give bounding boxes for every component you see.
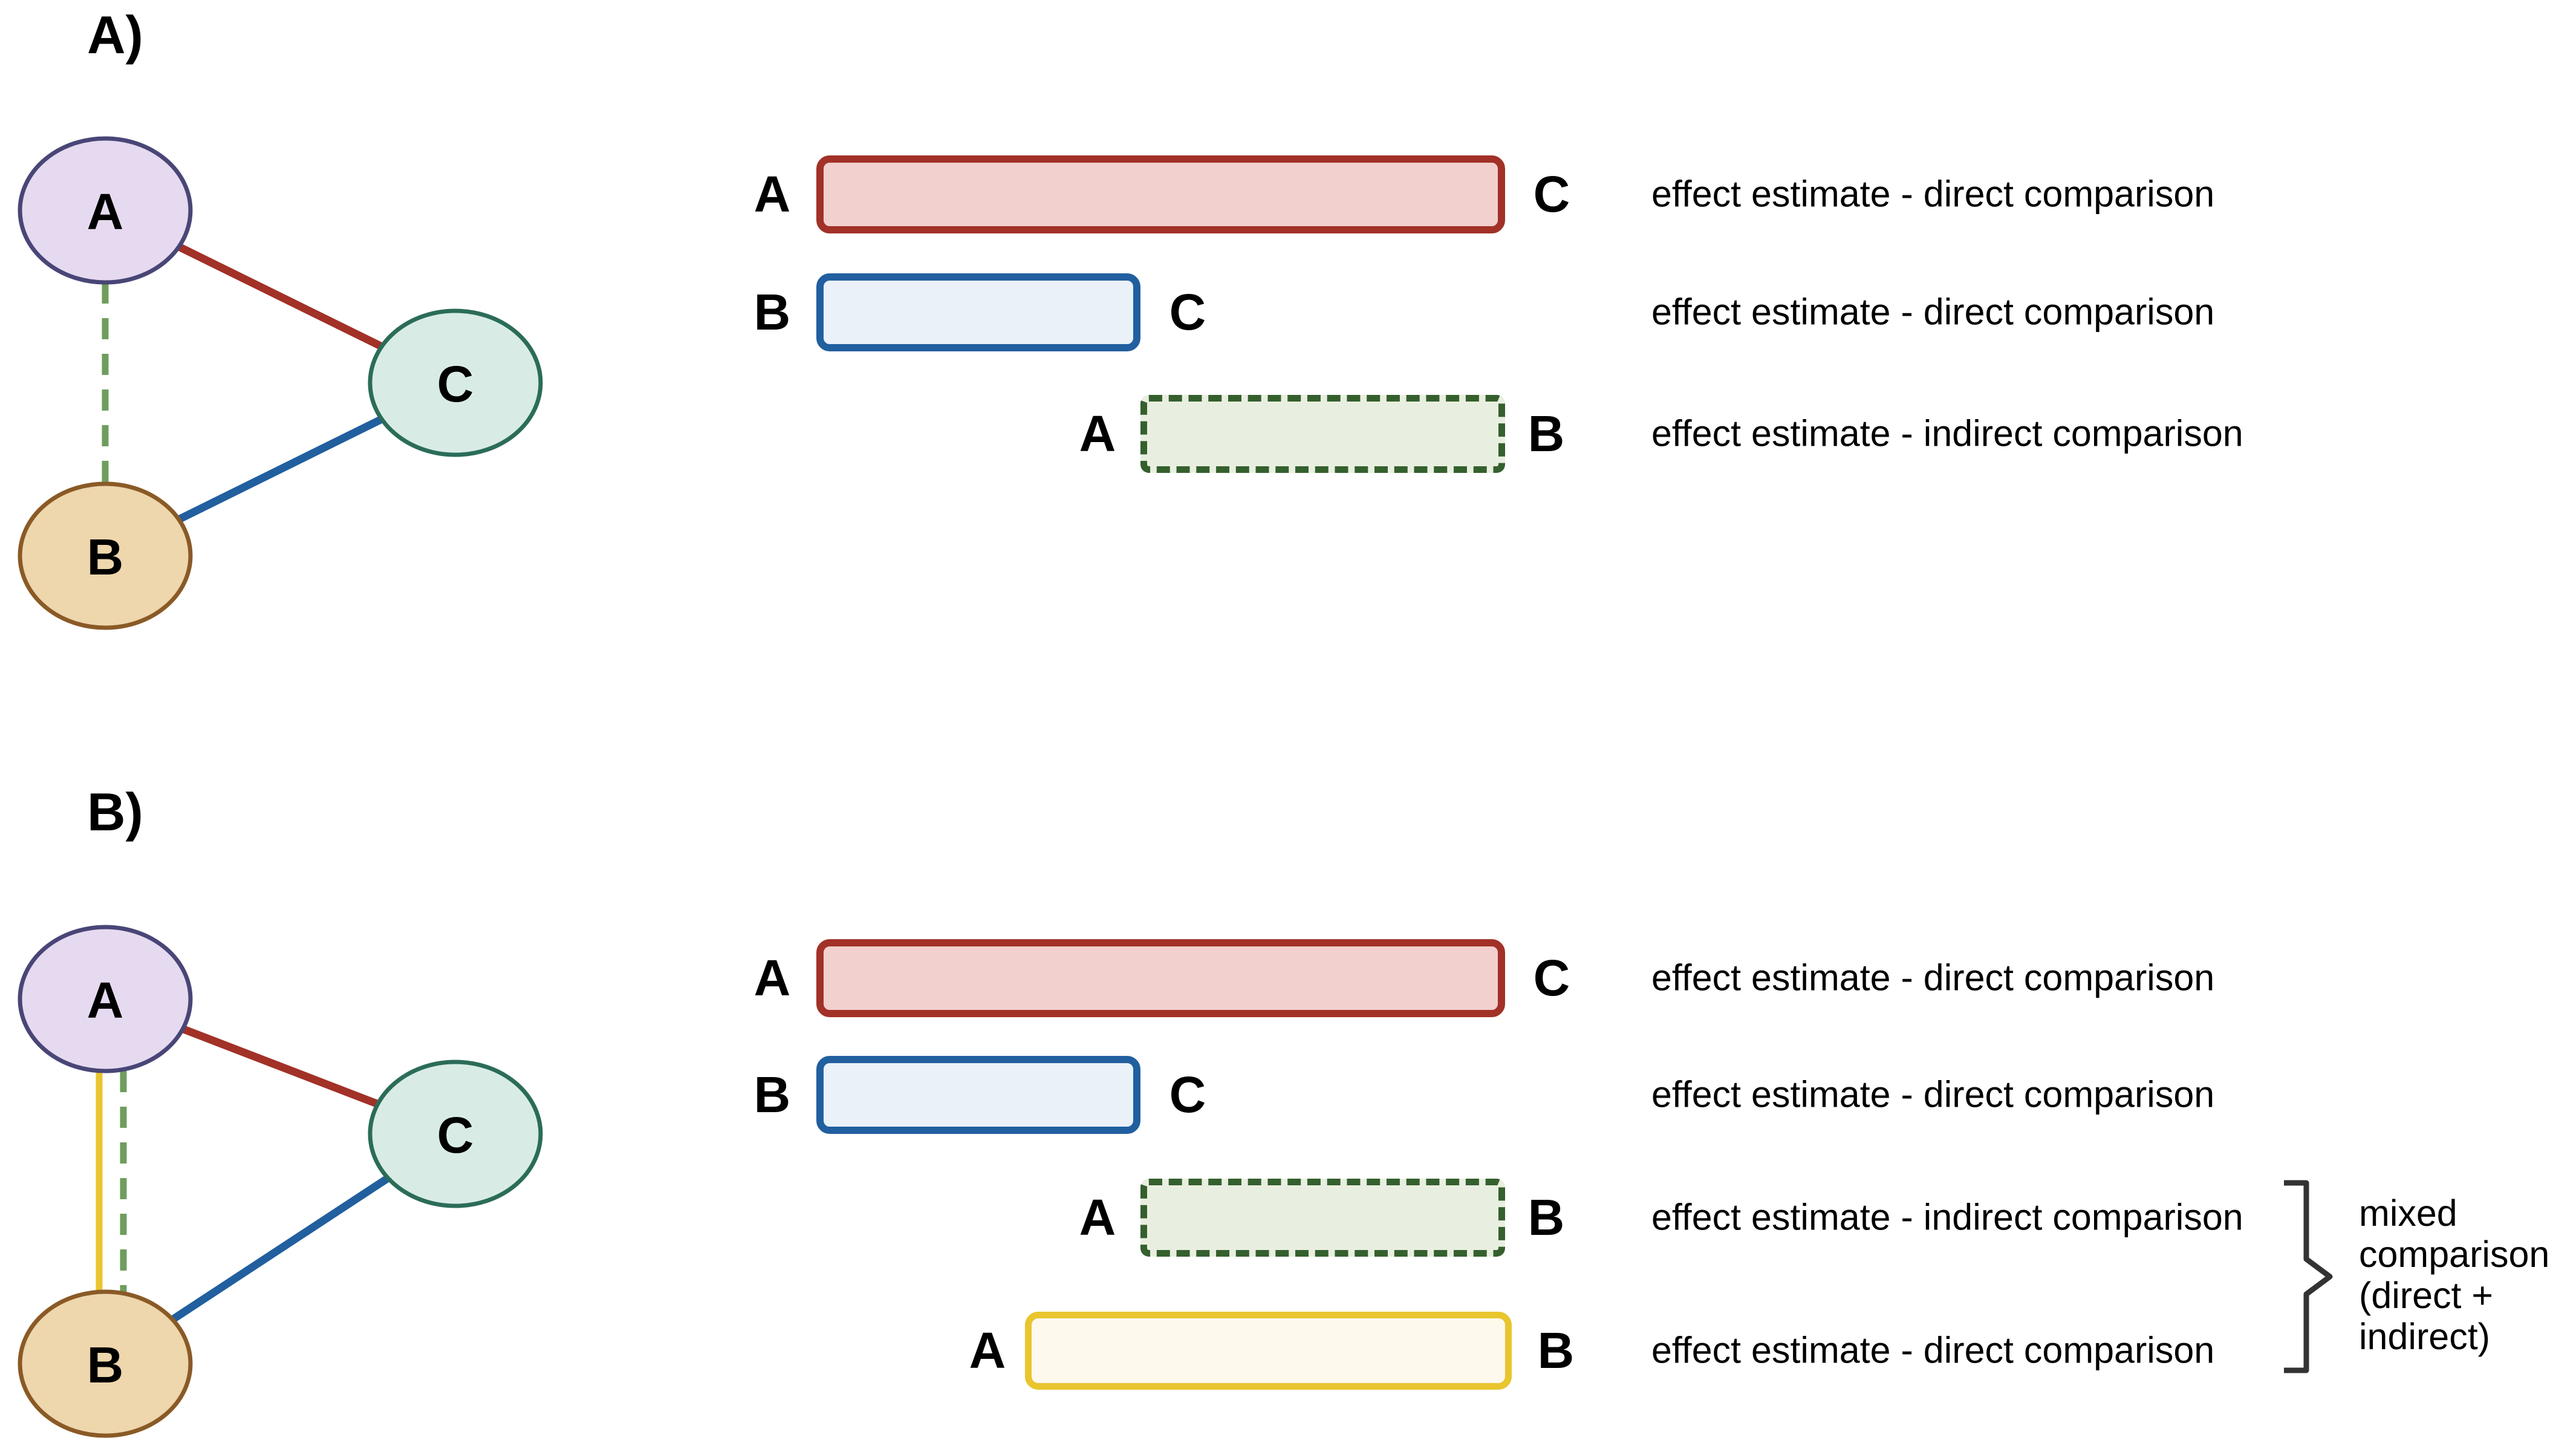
node-c-label-panel-a: C — [437, 356, 474, 412]
bar-bc-direct-panel-b — [816, 1056, 1140, 1134]
row-description: effect estimate - direct comparison — [1651, 957, 2215, 998]
row-description: effect estimate - direct comparison — [1651, 291, 2215, 333]
node-c-label-panel-b: C — [437, 1107, 474, 1164]
brace-note-line: indirect) — [2359, 1316, 2490, 1357]
bar-ab-direct-panel-b — [1025, 1312, 1512, 1390]
brace-note-line: comparison — [2359, 1234, 2550, 1275]
bar-ac-direct-panel-a — [816, 155, 1505, 233]
bar-ac-direct-panel-b — [816, 939, 1505, 1017]
bar-left-label: A — [753, 166, 791, 223]
row-description: effect estimate - direct comparison — [1651, 1073, 2215, 1115]
row-description: effect estimate - direct comparison — [1651, 173, 2215, 215]
row-description: effect estimate - indirect comparison — [1651, 412, 2243, 454]
row-description: effect estimate - direct comparison — [1651, 1329, 2215, 1371]
node-a-label-panel-b: A — [87, 972, 124, 1029]
bar-left-label: A — [1079, 1189, 1116, 1246]
panel-b-label: B) — [87, 782, 143, 842]
node-c-circle-panel-b — [368, 1060, 543, 1208]
node-b-label-panel-b: B — [87, 1336, 124, 1393]
node-b-label-panel-a: B — [87, 529, 124, 585]
node-a-circle-panel-a — [18, 136, 193, 285]
bar-right-label: B — [1527, 405, 1565, 462]
node-b-circle-panel-b — [18, 1289, 193, 1438]
brace-note-line: (direct + — [2359, 1275, 2494, 1316]
panel-b-network: A C B — [18, 925, 543, 1438]
bar-right-label: B — [1527, 1189, 1565, 1246]
bar-ab-indirect-panel-b — [1140, 1179, 1505, 1257]
node-a-circle-panel-b — [18, 925, 193, 1073]
bar-bc-direct-panel-a — [816, 273, 1140, 351]
bar-right-label: B — [1537, 1322, 1575, 1379]
bar-left-label: A — [969, 1322, 1006, 1379]
grouping-brace — [2284, 1180, 2333, 1373]
node-c-circle-panel-a — [368, 308, 543, 457]
bar-left-label: B — [753, 284, 791, 340]
brace-note-line: mixed — [2359, 1193, 2457, 1234]
bar-ab-indirect-panel-a — [1140, 395, 1505, 473]
row-description: effect estimate - indirect comparison — [1651, 1196, 2243, 1238]
panel-a-network: A C B — [18, 136, 543, 630]
brace-note: mixed comparison (direct + indirect) — [2359, 1193, 2549, 1357]
bar-left-label: A — [1079, 405, 1116, 462]
bar-right-label: C — [1533, 949, 1570, 1006]
node-a-label-panel-a: A — [87, 183, 124, 240]
panel-a-label: A) — [87, 5, 143, 65]
node-b-circle-panel-a — [18, 481, 193, 630]
bar-right-label: C — [1533, 166, 1570, 223]
bar-right-label: C — [1169, 1066, 1206, 1123]
bar-left-label: A — [753, 949, 791, 1006]
bar-left-label: B — [753, 1066, 791, 1123]
bar-right-label: C — [1169, 284, 1206, 340]
